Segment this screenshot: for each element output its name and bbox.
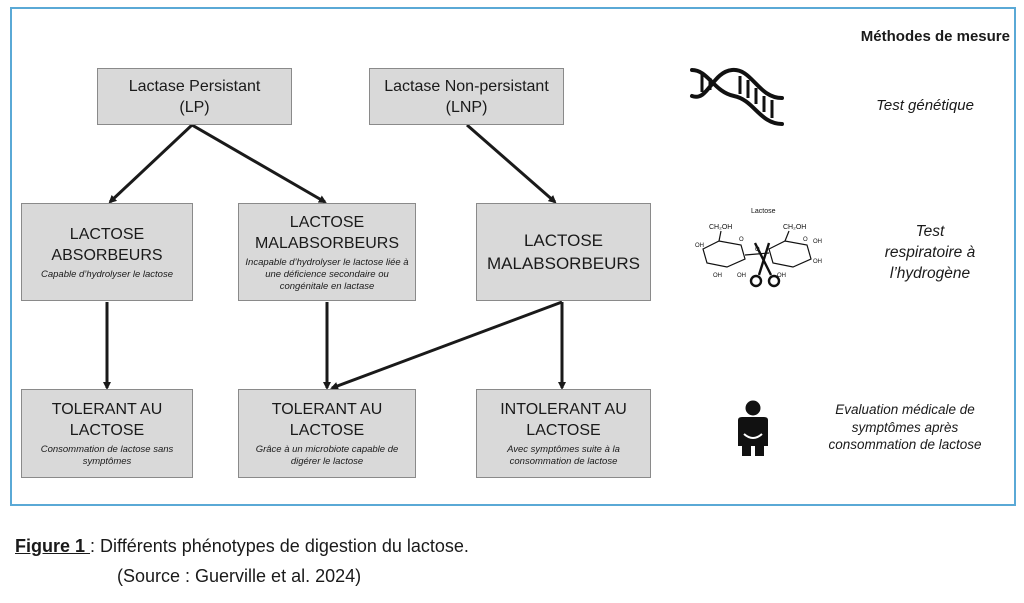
figure-source: (Source : Guerville et al. 2024) [117, 566, 362, 586]
box-intol-line2: LACTOSE [526, 422, 601, 439]
box-tol2-desc: Grâce à un microbiote capable de digérer… [255, 444, 399, 467]
box-abs-desc: Capable d’hydrolyser le lactose [40, 268, 174, 280]
svg-text:OH: OH [813, 239, 822, 245]
figure-label: Figure 1 [15, 536, 91, 556]
method-medical-label: Evaluation médicale de symptômes après c… [800, 401, 1010, 454]
box-malabs-lp-line2: MALABSORBEURS [254, 234, 400, 252]
method-breath-label: Test respiratoire à l’hydrogène [855, 221, 1005, 284]
svg-text:O: O [739, 237, 744, 243]
breath-line-3: l’hydrogène [889, 265, 971, 282]
box-intol-line1: INTOLERANT AU [500, 401, 627, 418]
box-lactase-non-persistant: Lactase Non-persistant (LNP) [369, 68, 564, 125]
svg-text:O: O [803, 237, 808, 243]
figure-caption-text: : Différents phénotypes de digestion du … [90, 536, 469, 556]
lactose-molecule-icon: Lactose CH₂OH CH₂OH OH OH OH OH OH OH O … [695, 208, 822, 288]
box-abs-line2: ABSORBEURS [51, 246, 163, 264]
box-lactose-malabsorbeurs-lnp: LACTOSE MALABSORBEURS [476, 203, 651, 301]
box-lp-line1: Lactase Persistant [128, 77, 261, 95]
box-lnp-line2: (LNP) [445, 98, 488, 116]
box-malabs-lp-line1: LACTOSE [289, 213, 365, 231]
figure-caption: Figure 1 : Différents phénotypes de dige… [15, 533, 469, 560]
box-lnp-line1: Lactase Non-persistant [384, 77, 549, 95]
box-tol1-desc: Consommation de lactose sans symptômes [40, 444, 174, 467]
box-tolerant-1: TOLERANT AU LACTOSE Consommation de lact… [21, 389, 193, 478]
person-icon [738, 400, 768, 456]
method-genetic-label: Test génétique [876, 97, 974, 114]
svg-text:OH: OH [713, 273, 722, 279]
box-lp-line2: (LP) [179, 98, 210, 116]
box-tol1-line1: TOLERANT AU [51, 401, 163, 418]
box-tol1-line2: LACTOSE [69, 422, 145, 439]
box-malabs-lnp-line2: MALABSORBEURS [486, 254, 641, 273]
box-intolerant: INTOLERANT AU LACTOSE Avec symptômes sui… [476, 389, 651, 478]
svg-text:OH: OH [737, 273, 746, 279]
svg-text:OH: OH [813, 259, 822, 265]
svg-text:OH: OH [695, 243, 704, 249]
methods-title: Méthodes de mesure [860, 28, 1010, 45]
medical-line-1: Evaluation médicale de [835, 402, 975, 417]
box-intol-desc: Avec symptômes suite à la consommation d… [507, 444, 620, 467]
medical-line-3: consommation de lactose [828, 437, 982, 452]
molecule-name: Lactose [751, 208, 776, 215]
svg-text:OH: OH [777, 273, 786, 279]
box-tol2-line2: LACTOSE [289, 422, 365, 439]
breath-line-1: Test [915, 223, 945, 240]
box-tol2-line1: TOLERANT AU [271, 401, 383, 418]
medical-line-2: symptômes après [851, 419, 959, 435]
box-malabs-lp-desc: Incapable d’hydrolyser le lactose liée à… [245, 256, 409, 292]
scissors-icon [749, 242, 781, 288]
box-tolerant-2: TOLERANT AU LACTOSE Grâce à un microbiot… [238, 389, 416, 478]
box-abs-line1: LACTOSE [69, 225, 145, 243]
box-lactose-absorbeurs: LACTOSE ABSORBEURS Capable d’hydrolyser … [21, 203, 193, 301]
breath-line-2: respiratoire à [884, 244, 976, 261]
box-malabs-lnp-line1: LACTOSE [523, 231, 604, 250]
dna-icon [690, 67, 784, 126]
molecule-ch2oh-left: CH₂OH [709, 224, 732, 231]
molecule-ch2oh-right: CH₂OH [783, 224, 806, 231]
box-lactase-persistant: Lactase Persistant (LP) [97, 68, 292, 125]
box-lactose-malabsorbeurs-lp: LACTOSE MALABSORBEURS Incapable d’hydrol… [238, 203, 416, 301]
